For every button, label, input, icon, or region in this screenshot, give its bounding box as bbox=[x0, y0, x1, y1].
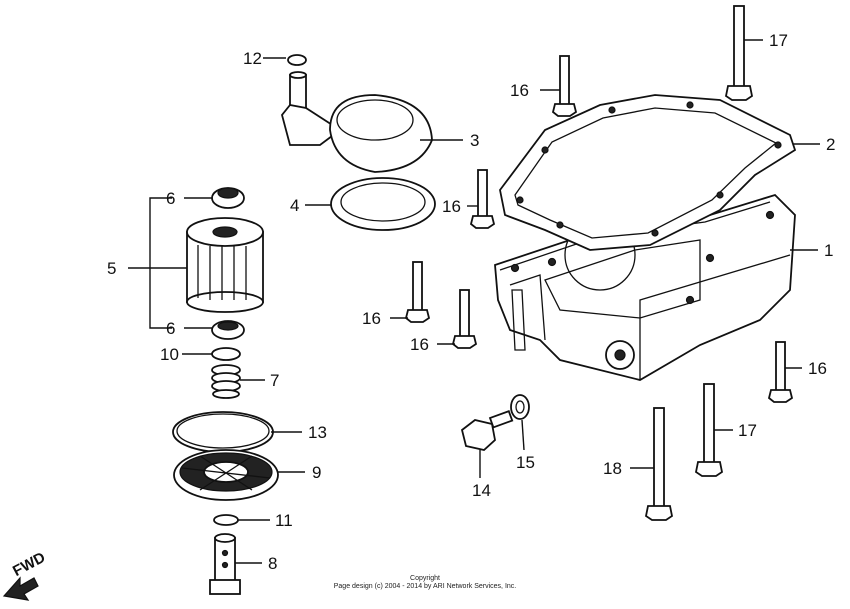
callout-6-bottom: 6 bbox=[166, 319, 175, 338]
grommet-6-bottom bbox=[211, 320, 245, 340]
copyright-notice: Page design (c) 2004 - 2014 by ARI Netwo… bbox=[333, 583, 517, 590]
callout-16-left: 16 bbox=[362, 309, 381, 328]
bolt-16-lower bbox=[451, 289, 478, 349]
callout-bracket-5 bbox=[149, 197, 172, 329]
callout-17-bottom: 17 bbox=[738, 421, 757, 440]
bolt-18 bbox=[644, 407, 674, 521]
callout-4: 4 bbox=[290, 196, 299, 215]
callout-2: 2 bbox=[826, 135, 835, 154]
drain-bolt-14 bbox=[460, 410, 514, 451]
o-ring-12 bbox=[287, 54, 307, 66]
callout-16-mid: 16 bbox=[442, 197, 461, 216]
copyright-heading: Copyright bbox=[410, 575, 440, 582]
filter-bolt-8 bbox=[209, 533, 241, 595]
callout-7: 7 bbox=[270, 371, 279, 390]
sealing-washer-15 bbox=[510, 394, 530, 420]
bolt-16-left bbox=[404, 261, 431, 323]
bolt-17-top bbox=[724, 5, 754, 101]
bolt-16-top bbox=[551, 55, 578, 117]
washer-11 bbox=[213, 514, 239, 526]
callout-14: 14 bbox=[472, 481, 491, 500]
callout-3: 3 bbox=[470, 131, 479, 150]
callout-16-right: 16 bbox=[808, 359, 827, 378]
callout-6-top: 6 bbox=[166, 189, 175, 208]
callout-13: 13 bbox=[308, 423, 327, 442]
grommet-6-top bbox=[211, 187, 245, 209]
oil-pan-gasket bbox=[499, 94, 797, 251]
callout-12: 12 bbox=[243, 49, 262, 68]
callout-17-top: 17 bbox=[769, 31, 788, 50]
callout-16-lower: 16 bbox=[410, 335, 429, 354]
callout-18: 18 bbox=[603, 459, 622, 478]
callout-10: 10 bbox=[160, 345, 179, 364]
callout-5: 5 bbox=[107, 259, 116, 278]
callout-1: 1 bbox=[824, 241, 833, 260]
bolt-16-right bbox=[767, 341, 794, 403]
forward-arrow-icon bbox=[2, 576, 39, 601]
o-ring-13 bbox=[172, 411, 274, 453]
callout-9: 9 bbox=[312, 463, 321, 482]
callout-8: 8 bbox=[268, 554, 277, 573]
oil-filter bbox=[186, 217, 264, 313]
callout-15: 15 bbox=[516, 453, 535, 472]
oil-strainer bbox=[281, 71, 433, 173]
callout-11: 11 bbox=[275, 511, 293, 530]
strainer-seal bbox=[330, 177, 436, 231]
spring-7 bbox=[211, 364, 241, 399]
callout-16-top: 16 bbox=[510, 81, 529, 100]
washer-10 bbox=[211, 347, 241, 361]
filter-cover-9 bbox=[173, 449, 279, 501]
bolt-17-bottom bbox=[694, 383, 724, 477]
leader-lines bbox=[128, 39, 820, 564]
bolt-16-mid bbox=[469, 169, 496, 229]
